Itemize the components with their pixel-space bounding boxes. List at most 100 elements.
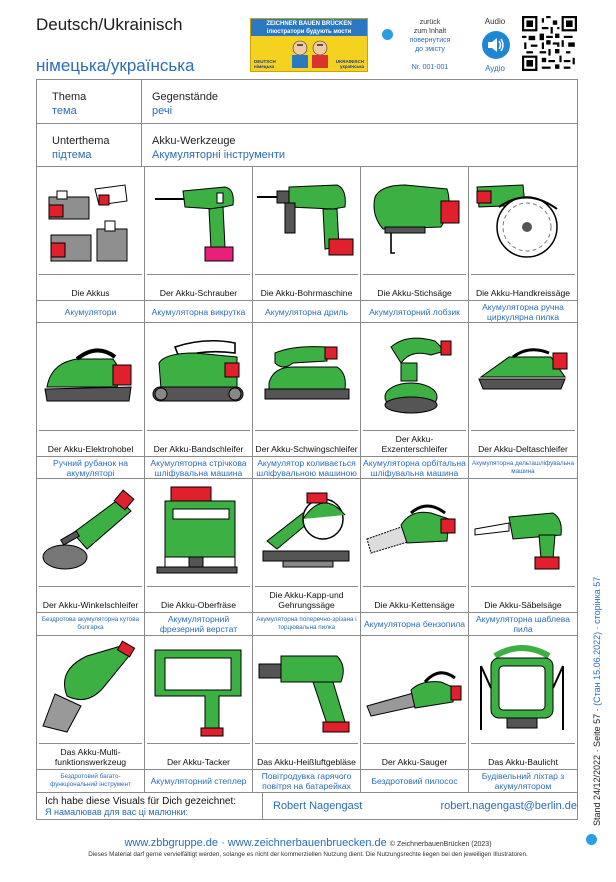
card-winkelschleifer[interactable]: Der Akku-Winkelschleifer Бездротова акум… — [37, 479, 145, 636]
word-de: Der Akku-Sauger — [363, 743, 466, 769]
belt-sander-icon — [152, 339, 244, 402]
card-heissluftgeblaese[interactable]: Das Akku-Heißluftgebläse Повітродувка га… — [253, 636, 361, 793]
word-uk: Акумуляторна бензопила — [361, 612, 468, 634]
copyright: © ZeichnerbauenBrücken (2023) — [389, 841, 492, 848]
word-de: Die Akku-Handkreissäge — [471, 274, 575, 300]
date-page-vertical: Stand 24/12/2022 · Seite 57 · (Стан 15.0… — [592, 576, 602, 826]
unterthema-value-uk: Акумуляторні інструменти — [152, 149, 286, 161]
unterthema-label: Unterthema — [52, 135, 110, 147]
word-de: Die Akku-Bohrmaschine — [255, 274, 358, 300]
random-orbit-sander-icon — [384, 337, 452, 414]
word-uk: Акумуляторний фрезерний верстат — [145, 612, 252, 634]
audio-label: Audio — [484, 17, 506, 26]
audio-button[interactable] — [482, 31, 510, 59]
card-multitool[interactable]: Das Akku-Multi-funktionswerkzeug Бездрот… — [37, 636, 145, 793]
unterthema-row: Unterthema підтема Akku-Werkzeuge Акумул… — [37, 124, 577, 167]
word-de: Die Akku-Oberfräse — [147, 586, 250, 612]
word-uk: Повітродувка гарячого повітря на батарей… — [253, 769, 360, 791]
word-uk: Акумулятор коливається шліфувальною маши… — [253, 456, 360, 478]
drawn-by-uk: Я намалював для вас ці малюнки: — [45, 807, 188, 817]
router-icon — [156, 486, 238, 574]
vocabulary-sheet: Thema тема Gegenstände речі Unterthema п… — [36, 79, 578, 820]
card-saebelsaege[interactable]: Die Akku-Säbelsäge Акумуляторна шаблева … — [469, 479, 577, 636]
logo-banner[interactable]: ZEICHNER BAUEN BRÜCKEN ілюстратори будую… — [250, 18, 368, 72]
card-sauger[interactable]: Der Akku-Sauger Бездротовий пилосос — [361, 636, 469, 793]
word-uk: Акумуляторний лобзик — [361, 300, 468, 322]
word-uk: Акумулятори — [37, 300, 144, 322]
thema-label: Thema — [52, 91, 87, 103]
meta-divider — [141, 80, 142, 167]
banner-title: ZEICHNER BAUEN BRÜCKEN ілюстратори будую… — [251, 19, 367, 36]
miter-saw-icon — [262, 492, 350, 568]
electric-planer-icon — [44, 348, 132, 402]
card-oberfraese[interactable]: Die Akku-Oberfräse Акумуляторний фрезерн… — [145, 479, 253, 636]
work-light-icon — [480, 645, 564, 730]
card-stichsaege[interactable]: Die Akku-Stichsäge Акумуляторний лобзик — [361, 167, 469, 323]
thema-row: Thema тема Gegenstände речі — [37, 80, 577, 124]
word-uk: Акумуляторна поперечно-зрізана і торцюва… — [253, 612, 360, 634]
word-de: Die Akku-Säbelsäge — [471, 586, 575, 612]
card-baulicht[interactable]: Das Akku-Baulicht Будівельний ліхтар з а… — [469, 636, 577, 793]
word-uk: Акумуляторний степлер — [145, 769, 252, 791]
word-de: Der Akku-Bandschleifer — [147, 430, 250, 456]
unterthema-label-uk: підтема — [52, 149, 92, 161]
author-email-link[interactable]: robert.nagengast@berlin.de — [440, 800, 577, 812]
back-to-contents-link[interactable]: zurück zum Inhalt повернутися до змісту — [409, 19, 451, 53]
card-schrauber[interactable]: Der Akku-Schrauber Акумуляторна викрутка — [145, 167, 253, 323]
circular-saw-icon — [476, 184, 558, 258]
card-schwingschleifer[interactable]: Der Akku-Schwingschleifer Акумулятор кол… — [253, 323, 361, 479]
word-de: Das Akku-Heißluftgebläse — [255, 743, 358, 769]
word-uk: Акумуляторна орбітальна шліфувальна маши… — [361, 456, 468, 478]
word-uk: Акумуляторна ручна циркулярна пилка — [469, 300, 577, 322]
card-handkreissaege[interactable]: Die Akku-Handkreissäge Акумуляторна ручн… — [469, 167, 577, 323]
illustrators-icon — [292, 40, 328, 68]
word-uk: Акумуляторна шаблева пила — [469, 612, 577, 634]
word-de: Der Akku-Schrauber — [147, 274, 250, 300]
card-tacker[interactable]: Der Akku-Tacker Акумуляторний степлер — [145, 636, 253, 793]
qr-code-icon[interactable] — [522, 16, 577, 71]
page-title-uk: німецька/українська — [36, 56, 195, 75]
word-de: Die Akkus — [39, 274, 142, 300]
card-akkus[interactable]: Die Akkus Акумулятори — [37, 167, 145, 323]
vacuum-icon — [366, 671, 462, 717]
card-kappsaege[interactable]: Die Akku-Kapp-und Gehrungssäge Акумулято… — [253, 479, 361, 636]
delta-sander-icon — [478, 348, 568, 390]
jigsaw-icon — [373, 184, 460, 254]
word-de: Die Akku-Kapp-und Gehrungssäge — [255, 586, 358, 612]
card-deltaschleifer[interactable]: Der Akku-Deltaschleifer Акумуляторна дел… — [469, 323, 577, 479]
card-bandschleifer[interactable]: Der Akku-Bandschleifer Акумуляторна стрі… — [145, 323, 253, 479]
cordless-drill-icon — [257, 184, 354, 256]
word-uk: Бездротовий багато-функціональний інстру… — [37, 769, 144, 791]
word-uk: Акумуляторна стрічкова шліфувальна машин… — [145, 456, 252, 478]
page-dot-icon[interactable] — [586, 834, 597, 845]
word-uk: Будівельний ліхтар з акумулятором — [469, 769, 577, 791]
word-uk: Ручний рубанок на акумуляторі — [37, 456, 144, 478]
card-bohrmaschine[interactable]: Die Akku-Bohrmaschine Акумуляторна дриль — [253, 167, 361, 323]
angle-grinder-icon — [42, 489, 135, 570]
author-name: Robert Nagengast — [273, 800, 363, 812]
word-de: Das Akku-Baulicht — [471, 743, 575, 769]
page-title-de: Deutsch/Ukrainisch — [36, 15, 183, 34]
batteries-icon — [48, 184, 128, 262]
word-uk: Акумуляторна дриль — [253, 300, 360, 322]
thema-value-uk: речі — [152, 105, 173, 117]
websites-line[interactable]: www.zbbgruppe.de · www.zeichnerbauenbrue… — [0, 837, 616, 849]
word-de: Der Akku-Schwingschleifer — [255, 430, 358, 456]
websites-link[interactable]: www.zbbgruppe.de · www.zeichnerbauenbrue… — [124, 837, 387, 849]
chainsaw-icon — [366, 504, 456, 554]
word-de: Die Akku-Stichsäge — [363, 274, 466, 300]
card-elektrohobel[interactable]: Der Akku-Elektrohobel Ручний рубанок на … — [37, 323, 145, 479]
audio-label-uk: Аудіо — [485, 64, 505, 73]
word-de: Der Akku-Deltaschleifer — [471, 430, 575, 456]
back-dot-icon[interactable] — [382, 29, 393, 40]
card-kettensaege[interactable]: Die Akku-Kettensäge Акумуляторна бензопи… — [361, 479, 469, 636]
card-exzenterschleifer[interactable]: Der Akku-Exzenterschleifer Акумуляторна … — [361, 323, 469, 479]
thema-label-uk: тема — [52, 105, 77, 117]
speaker-icon — [488, 38, 504, 52]
sheet-number: Nr. 001-001 — [411, 64, 449, 71]
word-uk: Бездротова акумуляторна кутова болгарка — [37, 612, 144, 634]
word-de: Der Akku-Exzenterschleifer — [363, 430, 466, 456]
word-de: Der Akku-Elektrohobel — [39, 430, 142, 456]
thema-value: Gegenstände — [152, 91, 219, 103]
cordless-screwdriver-icon — [155, 186, 234, 262]
